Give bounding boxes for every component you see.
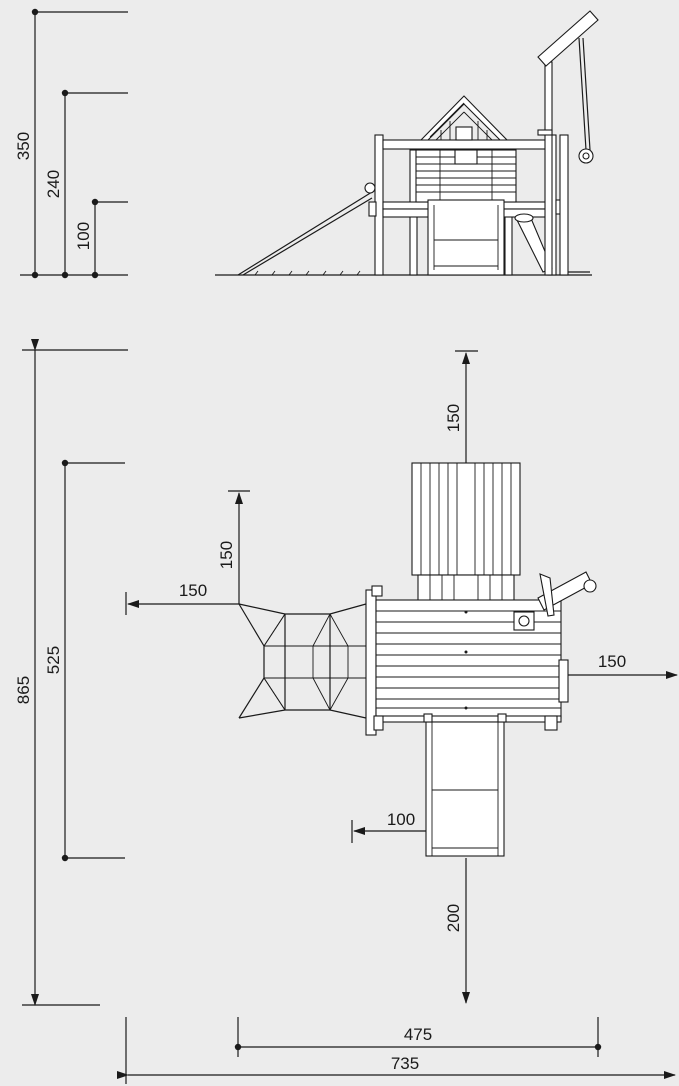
plan-view: 865 525 150 150 150 bbox=[14, 339, 678, 1084]
structure-depth-label: 525 bbox=[44, 646, 63, 674]
clearance-slide-end-label: 200 bbox=[444, 904, 463, 932]
clearance-net-left-label: 150 bbox=[179, 581, 207, 600]
clearance-net-up-arrow bbox=[228, 490, 250, 604]
side-elevation-view: 350 240 100 bbox=[14, 8, 599, 279]
playhouse-roof bbox=[419, 95, 509, 141]
swing-beam-plan bbox=[537, 571, 597, 617]
ground-line bbox=[215, 270, 592, 276]
clearance-net-left-arrow bbox=[125, 592, 239, 615]
platform-height-label: 100 bbox=[74, 222, 93, 250]
total-height-label: 350 bbox=[14, 132, 33, 160]
slide-plan bbox=[423, 713, 507, 857]
clearance-top-label: 150 bbox=[444, 404, 463, 432]
platform-roof-height-label: 240 bbox=[44, 170, 63, 198]
swing-frame bbox=[537, 10, 599, 276]
structure-width-label: 475 bbox=[404, 1025, 432, 1044]
clearance-slide-side-label: 100 bbox=[387, 810, 415, 829]
playhouse-walls bbox=[415, 149, 517, 203]
clearance-slide-side-arrow bbox=[351, 820, 426, 843]
climbing-net-side bbox=[237, 182, 376, 276]
platform-deck-plan bbox=[365, 585, 569, 736]
overall-width-dimension bbox=[117, 1017, 676, 1084]
overall-depth-label: 865 bbox=[14, 676, 33, 704]
structure-width-dimension bbox=[234, 1017, 602, 1057]
slide-front-view bbox=[427, 199, 505, 276]
roof-plan bbox=[411, 462, 521, 602]
structure-depth-dimension bbox=[61, 459, 125, 862]
clearance-right-label: 150 bbox=[598, 652, 626, 671]
climbing-net-plan bbox=[238, 603, 367, 719]
overall-width-label: 735 bbox=[391, 1054, 419, 1073]
clearance-net-up-label: 150 bbox=[217, 541, 236, 569]
overall-depth-dimension bbox=[22, 339, 128, 1006]
height-dimension-lines bbox=[20, 8, 128, 279]
